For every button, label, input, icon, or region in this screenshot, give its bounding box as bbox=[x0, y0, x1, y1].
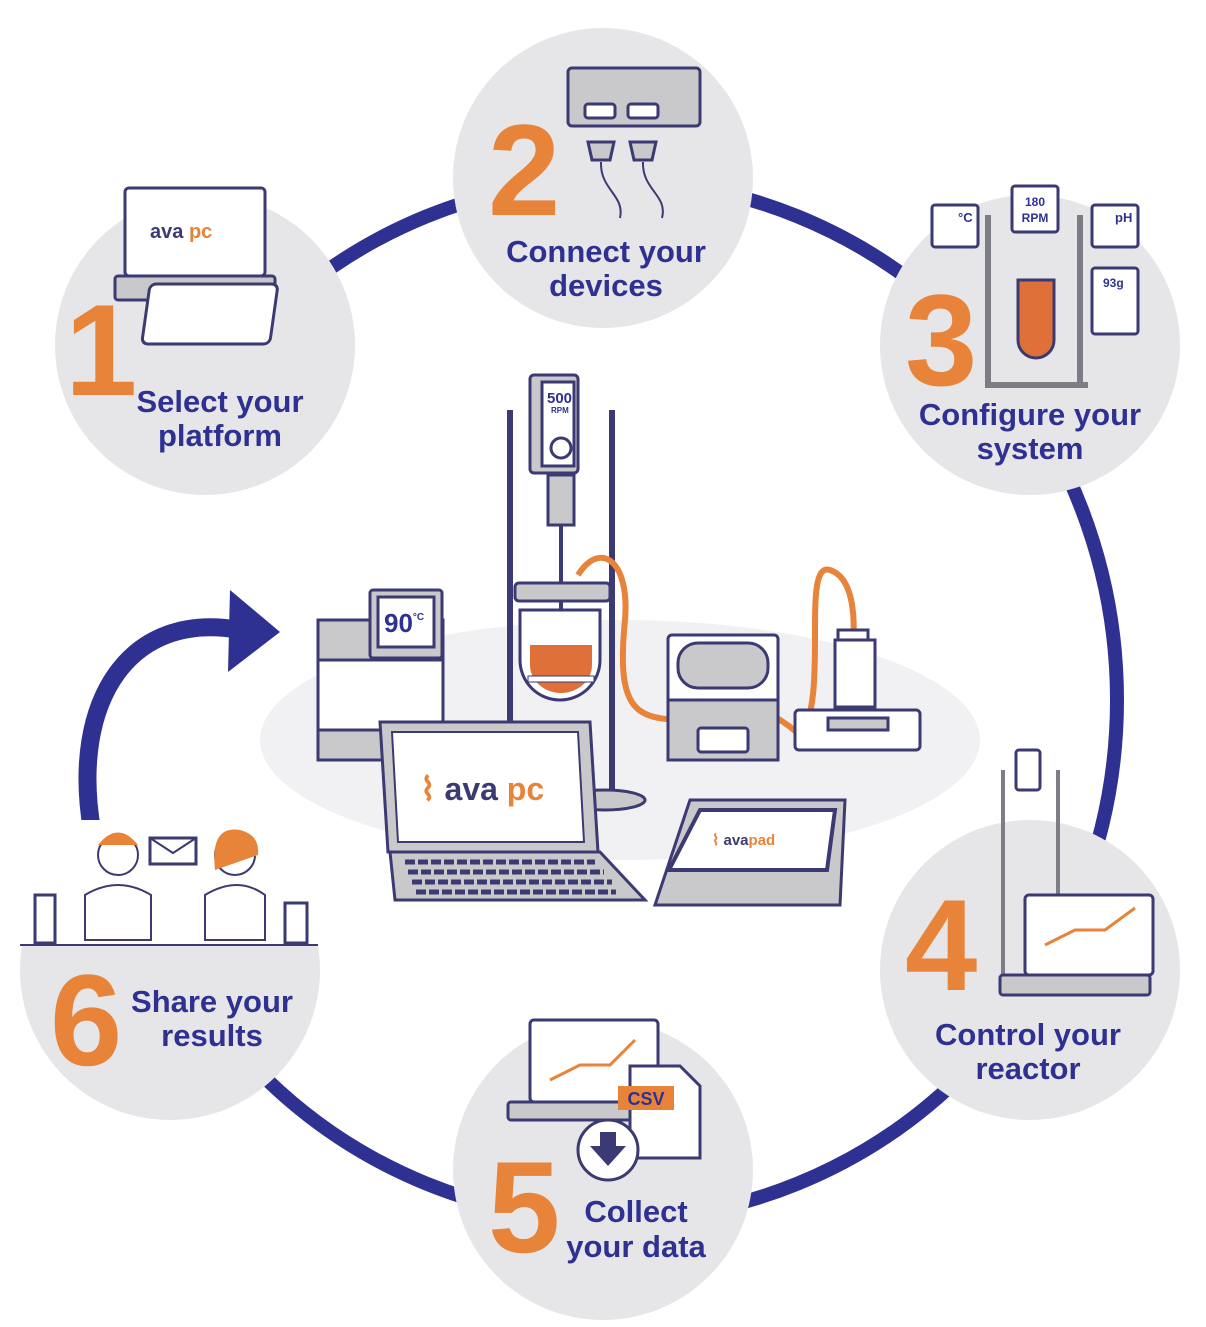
step-4-label-line1: Control your bbox=[935, 1017, 1121, 1052]
step-5-label-line1: Collect bbox=[584, 1194, 687, 1229]
step-5-label-line2: your data bbox=[566, 1229, 706, 1264]
csv-file-icon bbox=[628, 1064, 702, 1160]
step-2-number: 2 bbox=[488, 97, 560, 243]
thermostat-icon: 90°C bbox=[316, 588, 445, 762]
step-4-number: 4 bbox=[905, 872, 977, 1018]
central-tablet-icon: ⌇ avapad bbox=[652, 798, 847, 907]
laptop-logo: ava pc bbox=[150, 221, 212, 243]
loop-arrow bbox=[78, 618, 242, 832]
step-4[interactable]: 4 Control your reactor bbox=[880, 748, 1180, 1120]
arrow-head-icon bbox=[228, 590, 280, 672]
connector-icon bbox=[586, 140, 658, 162]
stirrer-speed: 180 bbox=[1025, 195, 1045, 209]
ph-probe-label: pH bbox=[1115, 210, 1132, 225]
thermostat-reading: 90°C bbox=[384, 608, 424, 638]
step-2-label-line1: Connect your bbox=[506, 234, 706, 269]
step-3-label-line2: system bbox=[977, 431, 1084, 466]
step-1-label-line2: platform bbox=[158, 418, 282, 453]
temp-probe-label: °C bbox=[958, 210, 973, 225]
stirrer-unit: RPM bbox=[1022, 211, 1049, 225]
center-stirrer-speed: 500 bbox=[547, 390, 572, 407]
step-1-label-line1: Select your bbox=[136, 384, 303, 419]
csv-label: CSV bbox=[627, 1089, 664, 1109]
step-3[interactable]: 180 RPM °C pH 93g 3 Configure your syste… bbox=[880, 184, 1180, 495]
reactor-vessel-icon bbox=[1016, 278, 1056, 360]
colleague-woman-icon bbox=[204, 829, 266, 941]
step-5-number: 5 bbox=[488, 1134, 560, 1280]
balance-icon bbox=[1090, 266, 1140, 336]
step-6-number: 6 bbox=[50, 947, 122, 1093]
temperature-probe-icon bbox=[930, 203, 980, 249]
balance-reading: 93g bbox=[1103, 276, 1124, 290]
step-2[interactable]: 2 Connect your devices bbox=[453, 28, 753, 328]
center-stirrer-unit: RPM bbox=[551, 406, 569, 415]
tablet-icon bbox=[140, 282, 279, 346]
step-3-number: 3 bbox=[905, 267, 977, 413]
step-1[interactable]: ava pc 1 Select your platform bbox=[55, 186, 355, 495]
step-6[interactable]: 6 Share your results bbox=[20, 820, 320, 1120]
pump-icon bbox=[666, 633, 780, 762]
central-tablet-logo: ⌇ avapad bbox=[712, 832, 775, 849]
ph-probe-icon bbox=[1090, 203, 1140, 249]
central-laptop-logo: ⌇ ava pc bbox=[420, 771, 544, 807]
bottle-on-balance-icon bbox=[793, 628, 922, 752]
laptop-chart-icon bbox=[1023, 893, 1155, 977]
step-6-label-line2: results bbox=[161, 1018, 263, 1053]
step-2-label-line2: devices bbox=[549, 268, 663, 303]
step-5[interactable]: CSV 5 Collect your data bbox=[453, 1018, 753, 1320]
colleague-man-icon bbox=[84, 832, 152, 941]
step-4-label-line2: reactor bbox=[975, 1051, 1080, 1086]
center-lab-setup: 90°C 500 RPM bbox=[316, 373, 922, 907]
step-1-number: 1 bbox=[65, 277, 137, 423]
step-3-label-line1: Configure your bbox=[919, 397, 1141, 432]
reactor-vessel-icon bbox=[513, 581, 612, 702]
central-laptop-icon: ⌇ ava pc bbox=[378, 720, 649, 902]
step-6-label-line1: Share your bbox=[131, 984, 293, 1019]
